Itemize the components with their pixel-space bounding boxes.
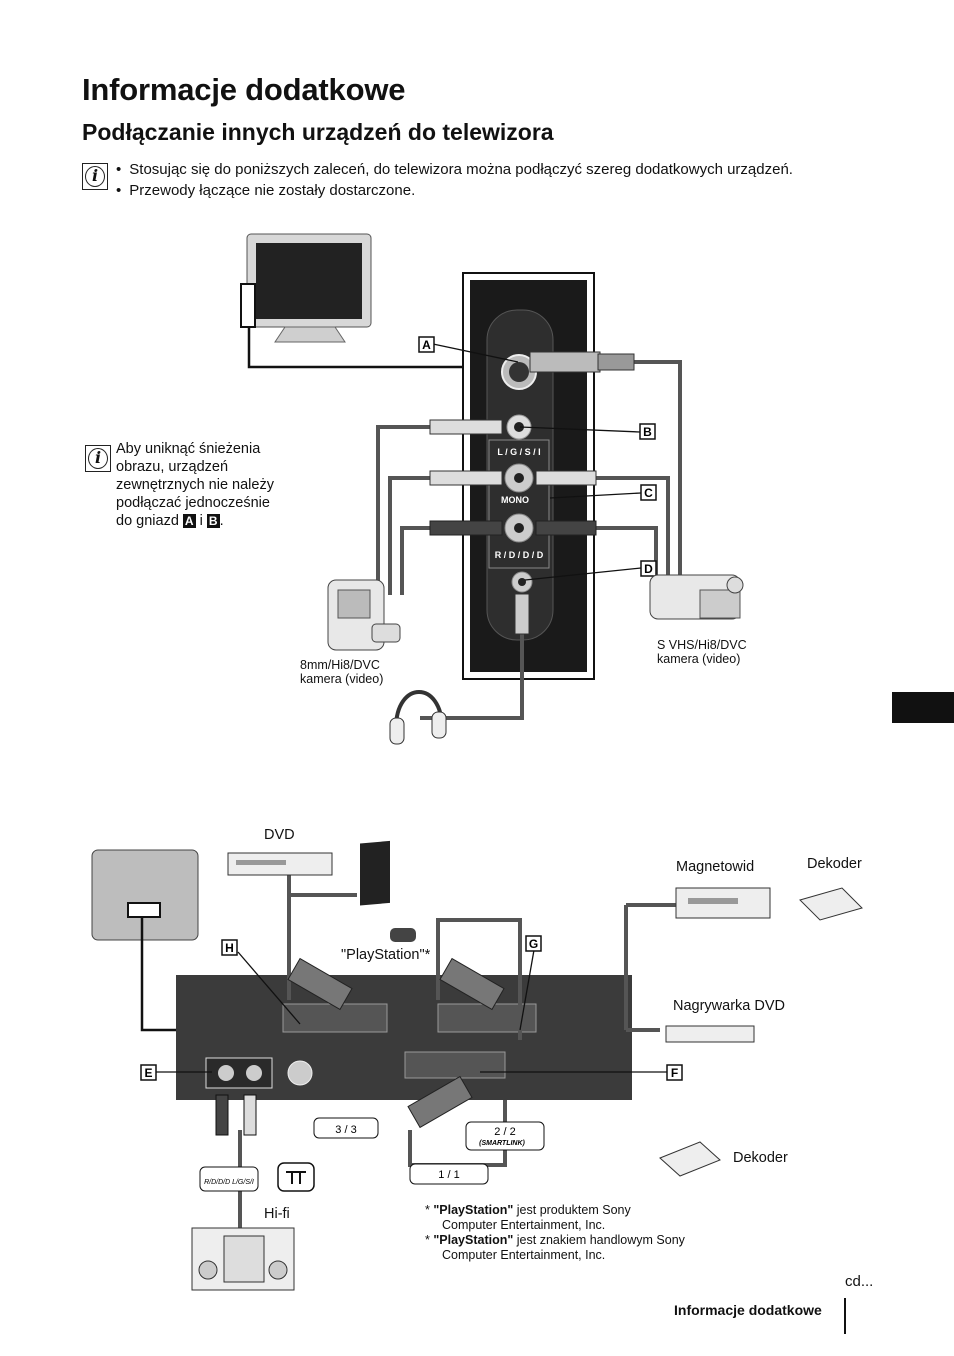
svg-text:A: A <box>422 338 431 352</box>
bullet-item: Stosując się do poniższych zaleceń, do t… <box>116 159 793 180</box>
svg-text:1 / 1: 1 / 1 <box>438 1169 459 1181</box>
jack-label-mono: MONO <box>501 495 529 505</box>
section-title: Podłączanie innych urządzeń do telewizor… <box>82 119 554 145</box>
svg-text:G: G <box>529 937 538 951</box>
marker-f: F <box>666 1064 683 1081</box>
jack-label-rddd: R / D / D / D <box>495 550 544 560</box>
dvd-recorder-icon <box>665 1025 755 1043</box>
decoder-bottom-label: Dekoder <box>733 1150 788 1166</box>
audio-out-label: R/D/D/D L/G/S/I <box>199 1166 259 1192</box>
headphones-icon <box>389 690 447 745</box>
info-note: Aby uniknąć śnieżenia obrazu, urządzeń z… <box>116 441 274 529</box>
decoder-top-icon <box>799 887 863 921</box>
footer-divider <box>844 1298 846 1334</box>
svg-text:D: D <box>644 562 653 576</box>
hifi-label: Hi-fi <box>264 1206 290 1222</box>
rear-panel <box>176 975 632 1100</box>
bullet-item: Przewody łączące nie zostały dostarczone… <box>116 180 793 201</box>
continued-label: cd... <box>845 1273 874 1290</box>
hifi-icon <box>191 1227 295 1291</box>
jack-label-lgsi: L / G / S / I <box>497 447 540 457</box>
tv-monitor-icon <box>240 233 468 369</box>
footer-section-name: Informacje dodatkowe <box>674 1302 822 1318</box>
marker-g: G <box>525 935 542 952</box>
dvd-recorder-label: Nagrywarka DVD <box>673 998 785 1014</box>
decoder-top-label: Dekoder <box>807 856 862 872</box>
antenna-icon <box>277 1162 315 1192</box>
badge-a: A <box>182 514 196 528</box>
camcorder-right-icon <box>649 574 744 620</box>
scart-plugs <box>215 957 505 1136</box>
camcorder-left-icon <box>327 579 401 651</box>
svg-text:F: F <box>671 1066 678 1080</box>
socket-1-label: 1 / 1 <box>409 1163 489 1185</box>
marker-b: B <box>639 423 656 440</box>
cables <box>376 360 682 720</box>
marker-c: C <box>640 484 657 501</box>
tv-front-connections-diagram: L / G / S / I MONO R / D / D / D A B C D <box>240 233 744 745</box>
marker-leader-lines <box>156 949 667 1073</box>
vcr-label: Magnetowid <box>676 859 755 875</box>
marker-leader-lines <box>432 343 642 581</box>
svg-text:E: E <box>144 1066 152 1080</box>
page-title: Informacje dodatkowe <box>82 72 406 107</box>
marker-h: H <box>221 939 238 956</box>
socket-2-label: 2 / 2 (SMARTLINK) <box>465 1121 545 1151</box>
badge-b: B <box>206 514 220 528</box>
camera-right-label: S VHS/Hi8/DVC kamera (video) <box>657 638 747 666</box>
footnote: * "PlayStation" jest produktem Sony Comp… <box>425 1203 631 1232</box>
dvd-label: DVD <box>264 827 295 843</box>
plugs <box>429 351 635 635</box>
socket-3-label: 3 / 3 <box>313 1117 379 1139</box>
info-icon: i <box>85 445 111 472</box>
marker-d: D <box>640 560 657 577</box>
playstation-icon <box>360 840 416 942</box>
info-icon: i <box>82 163 108 190</box>
dvd-player-icon <box>227 852 333 876</box>
svg-text:R/D/D/D L/G/S/I: R/D/D/D L/G/S/I <box>204 1179 254 1186</box>
marker-e: E <box>140 1064 157 1081</box>
decoder-bottom-icon <box>659 1141 721 1177</box>
svg-text:(SMARTLINK): (SMARTLINK) <box>479 1140 525 1147</box>
tv-rear-connections-diagram: H G E F 3 / 3 2 / 2 (SMARTLINK) 1 / 1 R/D… <box>91 840 863 1291</box>
footnote: * "PlayStation" jest znakiem handlowym S… <box>425 1233 685 1262</box>
section-tab <box>892 692 954 723</box>
svg-text:B: B <box>643 425 652 439</box>
tv-rear-icon <box>91 849 199 1032</box>
camera-left-label: 8mm/Hi8/DVC kamera (video) <box>300 658 384 686</box>
vcr-icon <box>675 887 771 919</box>
svg-text:C: C <box>644 486 653 500</box>
playstation-label: "PlayStation"* <box>341 947 431 963</box>
marker-a: A <box>418 336 435 353</box>
svg-text:2 / 2: 2 / 2 <box>494 1126 515 1138</box>
svg-text:3 / 3: 3 / 3 <box>335 1124 356 1136</box>
svg-text:H: H <box>225 941 234 955</box>
bullet-list: Stosując się do poniższych zaleceń, do t… <box>116 159 793 201</box>
